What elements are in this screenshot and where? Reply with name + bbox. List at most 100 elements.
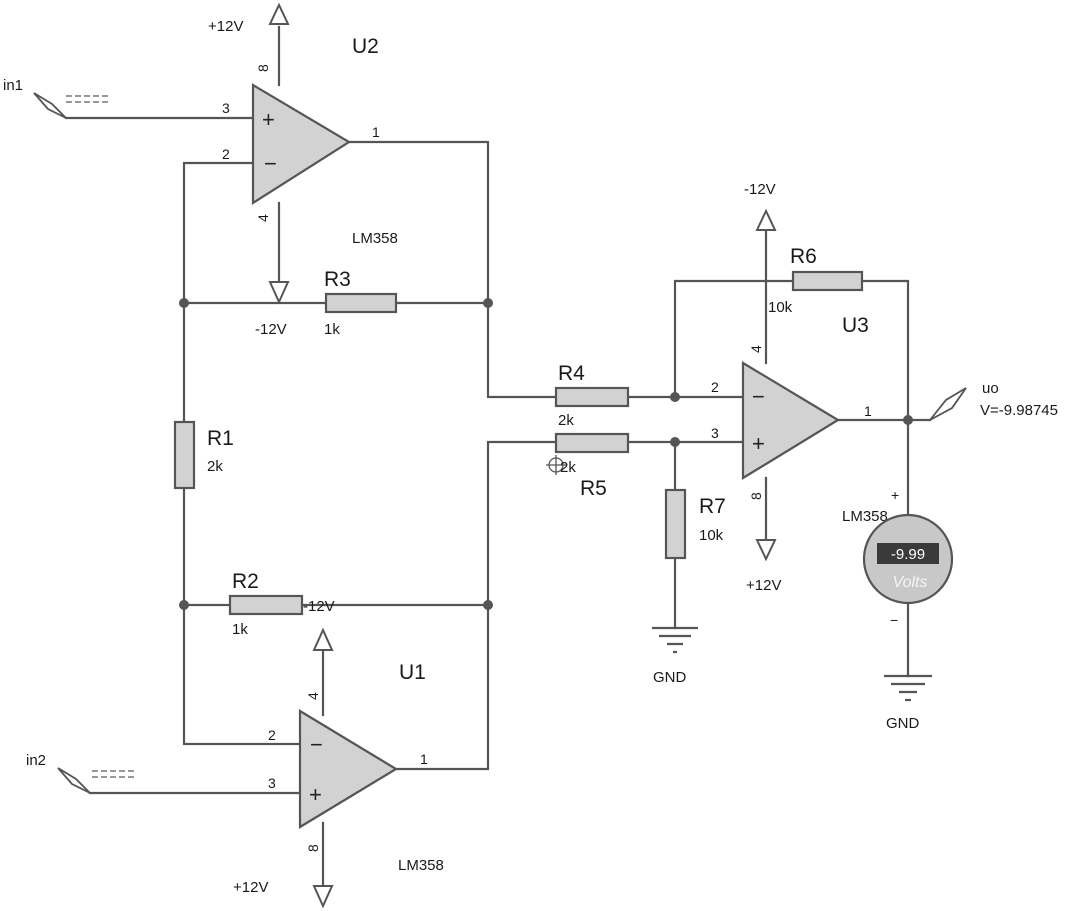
svg-text:+: + [752, 431, 765, 456]
svg-text:+: + [262, 107, 275, 132]
u3-part: LM358 [842, 508, 888, 525]
crosshair-lines [546, 455, 566, 475]
u2-pin-inv: 2 [222, 146, 230, 162]
r6-ref: R6 [790, 245, 817, 268]
power-u1-top: -12V [303, 598, 335, 651]
u2-pin-vminus: 4 [255, 214, 271, 222]
ground-meter: GND [884, 674, 932, 732]
ground-icon [652, 626, 698, 654]
r5-ref: R5 [580, 477, 607, 500]
power-label: +12V [208, 18, 243, 35]
voltage-probe-reading: V=-9.98745 [980, 402, 1058, 419]
svg-text:−: − [752, 384, 765, 409]
voltmeter-minus: − [890, 612, 898, 628]
terminal-dash-icon [92, 770, 134, 778]
terminal-label: in1 [3, 77, 23, 94]
opamp-u1[interactable]: − + 2 3 1 4 8 U1 LM358 [268, 661, 444, 874]
voltmeter-unit: Volts [893, 574, 928, 591]
u3-pin-noninv: 3 [711, 425, 719, 441]
power-u2-bottom: -12V [255, 281, 290, 338]
u2-pin-vplus: 8 [255, 64, 271, 72]
r6-value: 10k [768, 299, 793, 316]
u1-ref: U1 [399, 661, 426, 684]
power-u1-bottom: +12V [233, 879, 334, 909]
opamp-u2[interactable]: + − 3 2 1 8 4 U2 LM358 [222, 35, 398, 247]
r5-value: 2k [560, 459, 576, 476]
voltmeter-display [877, 543, 939, 564]
resistor-r2[interactable]: R2 1k [228, 570, 304, 638]
u1-pin-vminus: 8 [305, 844, 321, 852]
svg-text:+: + [309, 782, 322, 807]
junctions [179, 298, 913, 610]
terminal-label: uo [982, 380, 999, 397]
r3-ref: R3 [324, 268, 351, 291]
u1-pin-inv: 2 [268, 727, 276, 743]
voltmeter[interactable]: -9.99 Volts + − [862, 487, 954, 628]
junction-dot [903, 415, 913, 425]
power-label: -12V [744, 181, 776, 198]
u1-pin-vplus: 4 [305, 692, 321, 700]
voltmeter-reading: -9.99 [891, 546, 925, 563]
terminal-uo[interactable]: uo V=-9.98745 [929, 380, 1058, 421]
power-u2-top: +12V [208, 2, 290, 35]
ground-label: GND [653, 669, 687, 686]
u1-pin-out: 1 [420, 751, 428, 767]
power-u3-bottom: +12V [746, 539, 781, 594]
u2-part: LM358 [352, 230, 398, 247]
power-label: -12V [303, 598, 335, 615]
terminal-label: in2 [26, 752, 46, 769]
ground-label: GND [886, 715, 920, 732]
power-arrow-icon [755, 539, 777, 562]
terminal-in2[interactable]: in2 [26, 752, 134, 794]
resistor-r3[interactable]: R3 1k [324, 268, 398, 338]
u3-pin-inv: 2 [711, 379, 719, 395]
power-u3-top: -12V [744, 181, 777, 231]
junction-dot [179, 600, 189, 610]
resistor-r4[interactable]: R4 2k [554, 362, 630, 429]
wires [64, 25, 932, 888]
r4-ref: R4 [558, 362, 585, 385]
voltmeter-plus: + [891, 487, 899, 503]
r4-value: 2k [558, 412, 574, 429]
power-label: -12V [255, 321, 287, 338]
u2-pin-noninv: 3 [222, 100, 230, 116]
r7-ref: R7 [699, 495, 726, 518]
r7-value: 10k [699, 527, 724, 544]
power-arrow-icon [268, 281, 290, 305]
power-label: +12V [746, 577, 781, 594]
resistor-r5[interactable]: 2k R5 [546, 432, 630, 500]
r2-ref: R2 [232, 570, 259, 593]
power-arrow-icon [312, 885, 334, 909]
terminal-dash-icon [66, 95, 110, 103]
u2-ref: U2 [352, 35, 379, 58]
terminal-arrow-icon [33, 92, 67, 119]
u3-pin-vminus: 8 [748, 492, 764, 500]
ground-r7: GND [652, 626, 698, 686]
power-label: +12V [233, 879, 268, 896]
terminal-arrow-icon [57, 767, 91, 794]
u1-pin-noninv: 3 [268, 775, 276, 791]
opamp-u3[interactable]: − + 2 3 1 4 8 U3 LM358 [711, 314, 888, 525]
terminal-in1[interactable]: in1 [3, 77, 110, 119]
junction-dot [179, 298, 189, 308]
power-arrow-icon [312, 627, 334, 651]
u3-pin-vplus: 4 [748, 345, 764, 353]
u3-ref: U3 [842, 314, 869, 337]
resistor-r7[interactable]: R7 10k [664, 488, 726, 560]
power-arrow-icon [268, 2, 290, 25]
svg-text:−: − [310, 732, 323, 757]
resistor-r1[interactable]: R1 2k [173, 420, 234, 490]
r2-value: 1k [232, 621, 248, 638]
u1-part: LM358 [398, 857, 444, 874]
ground-icon [884, 674, 932, 702]
junction-dot [483, 298, 493, 308]
terminal-arrow-icon [929, 387, 967, 421]
r3-value: 1k [324, 321, 340, 338]
r1-ref: R1 [207, 427, 234, 450]
u2-pin-out: 1 [372, 124, 380, 140]
svg-text:−: − [264, 151, 277, 176]
junction-dot [670, 437, 680, 447]
power-arrow-icon [755, 208, 777, 231]
resistor-r6[interactable]: R6 10k [768, 245, 864, 316]
